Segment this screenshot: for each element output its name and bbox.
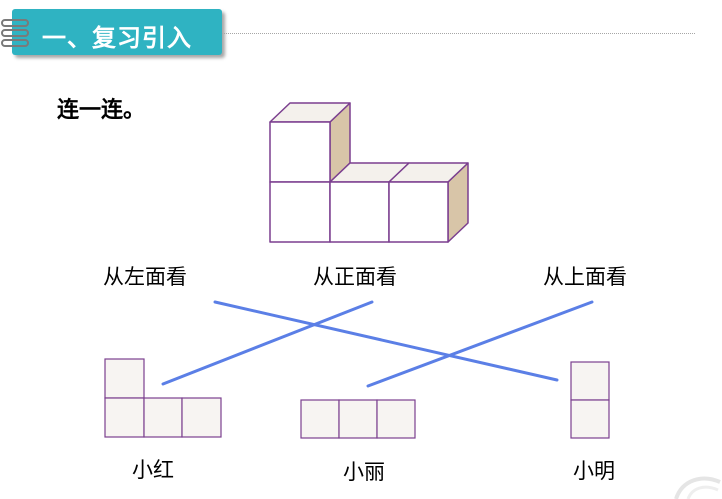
label-xiaoli: 小丽 — [343, 460, 385, 484]
connector-lines — [161, 300, 594, 388]
instruction-text: 连一连。 — [57, 97, 146, 123]
connector-front-view — [161, 300, 374, 386]
label-left-view: 从左面看 — [103, 265, 187, 289]
label-top-view: 从上面看 — [543, 265, 627, 289]
section-banner — [12, 9, 222, 55]
header-divider — [222, 33, 695, 34]
label-xiaoming: 小明 — [573, 459, 615, 483]
corner-decoration-icon — [674, 476, 721, 499]
connector-left-view — [213, 300, 559, 382]
section-title: 一、复习引入 — [42, 24, 192, 52]
label-front-view: 从正面看 — [313, 265, 397, 289]
label-xiaohong: 小红 — [132, 458, 174, 482]
view-shape-l — [104, 358, 222, 438]
view-shape-row — [300, 399, 416, 439]
connector-top-view — [366, 300, 594, 388]
binder-ring-icon — [1, 19, 29, 47]
view-shape-column — [570, 361, 610, 439]
cube-solid — [269, 102, 469, 243]
